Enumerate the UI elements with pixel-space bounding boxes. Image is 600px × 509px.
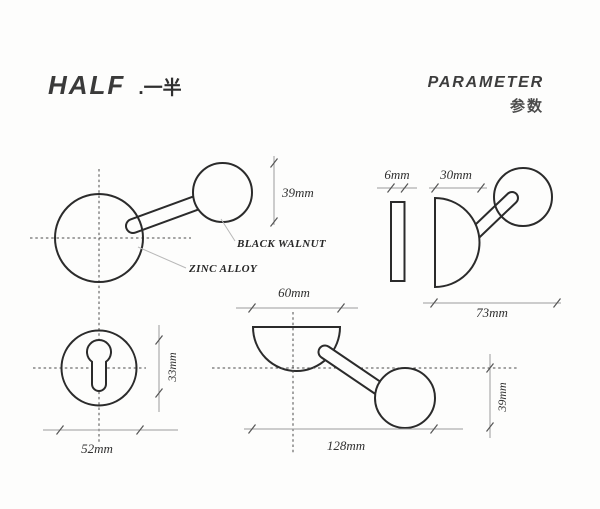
half-dome-top [251, 326, 342, 372]
material-label-zinc-alloy: ZINC ALLOY [188, 263, 258, 275]
dim-label-6mm: 6mm [384, 167, 409, 182]
top-view: 60mm 128mm 39mm [212, 285, 518, 455]
handle-neck-top-fill [319, 346, 387, 396]
rosette-view: 33mm 52mm [33, 325, 179, 456]
brand-title: HALF [48, 70, 126, 100]
dimension-ball-diameter: 39mm [486, 354, 509, 438]
side-view: 6mm 30mm 73mm [377, 167, 561, 320]
dim-label-52mm: 52mm [81, 441, 113, 456]
dim-label-60mm: 60mm [278, 285, 310, 300]
mounting-plate-side [390, 201, 406, 282]
callout-zinc-alloy: ZINC ALLOY [137, 246, 258, 275]
dimension-plate-thickness: 6mm [377, 167, 417, 193]
dim-label-39mm-top: 39mm [495, 382, 509, 413]
knob-ball-front [192, 162, 253, 223]
half-dome-side [434, 196, 481, 289]
rosette-outline [60, 329, 138, 407]
material-label-black-walnut: BLACK WALNUT [236, 238, 327, 250]
dim-label-30mm: 30mm [439, 167, 472, 182]
dim-label-128mm: 128mm [327, 438, 365, 453]
keyhole-cutout [86, 339, 112, 392]
dim-label-73mm: 73mm [476, 305, 508, 320]
dimension-dome-width: 60mm [236, 285, 358, 313]
dim-label-33mm: 33mm [165, 352, 179, 383]
callout-black-walnut: BLACK WALNUT [220, 218, 327, 250]
dim-label-39mm-front: 39mm [281, 185, 314, 200]
header-left: HALF .一半 [48, 70, 182, 101]
dimension-overall-depth: 73mm [423, 298, 561, 320]
brand-suffix: .一半 [138, 78, 182, 99]
dimension-dome-depth: 30mm [429, 167, 487, 193]
handle-rose-front [54, 193, 144, 283]
knob-ball-top [374, 367, 436, 429]
section-title: PARAMETER [427, 74, 544, 91]
header-right: PARAMETER 参数 [428, 74, 544, 116]
knob-ball-side [493, 167, 553, 227]
dimension-rosette-diameter: 52mm [43, 425, 178, 456]
dimension-keyhole-height: 33mm [155, 325, 179, 412]
dimension-ball-height: 39mm [270, 156, 314, 227]
front-view: 39mm BLACK WALNUT ZINC ALLOY [30, 156, 327, 444]
section-subtitle: 参数 [509, 98, 544, 115]
dimension-overall-length: 128mm [244, 424, 463, 453]
